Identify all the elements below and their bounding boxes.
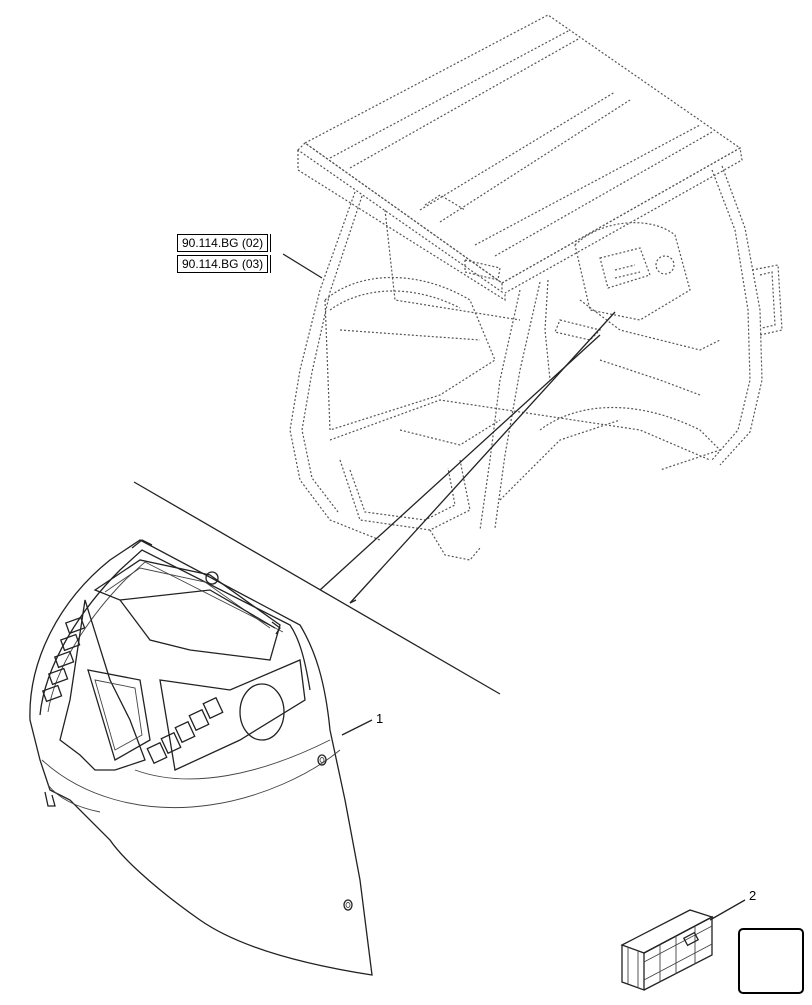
explosion-line-front (133, 481, 501, 695)
left-switch-bank (41, 616, 86, 703)
explosion-line-diag-a (319, 334, 601, 591)
dashboard-console-part (29, 539, 373, 976)
right-switch-bank (146, 696, 224, 765)
ref-leader-line (282, 253, 323, 279)
callout-number-2: 2 (749, 888, 757, 903)
callout-number-1: 1 (376, 711, 384, 726)
cab-frame (289, 14, 783, 561)
next-page-button[interactable] (738, 928, 804, 994)
callout-2-leader (709, 899, 746, 921)
reference-link-2[interactable]: 90.114.BG (03) (177, 255, 272, 273)
parts-kit-box-icon (620, 909, 714, 991)
reference-link-1[interactable]: 90.114.BG (02) (177, 234, 272, 252)
callout-1-leader (341, 719, 373, 736)
explosion-line-diag-b (349, 311, 616, 604)
